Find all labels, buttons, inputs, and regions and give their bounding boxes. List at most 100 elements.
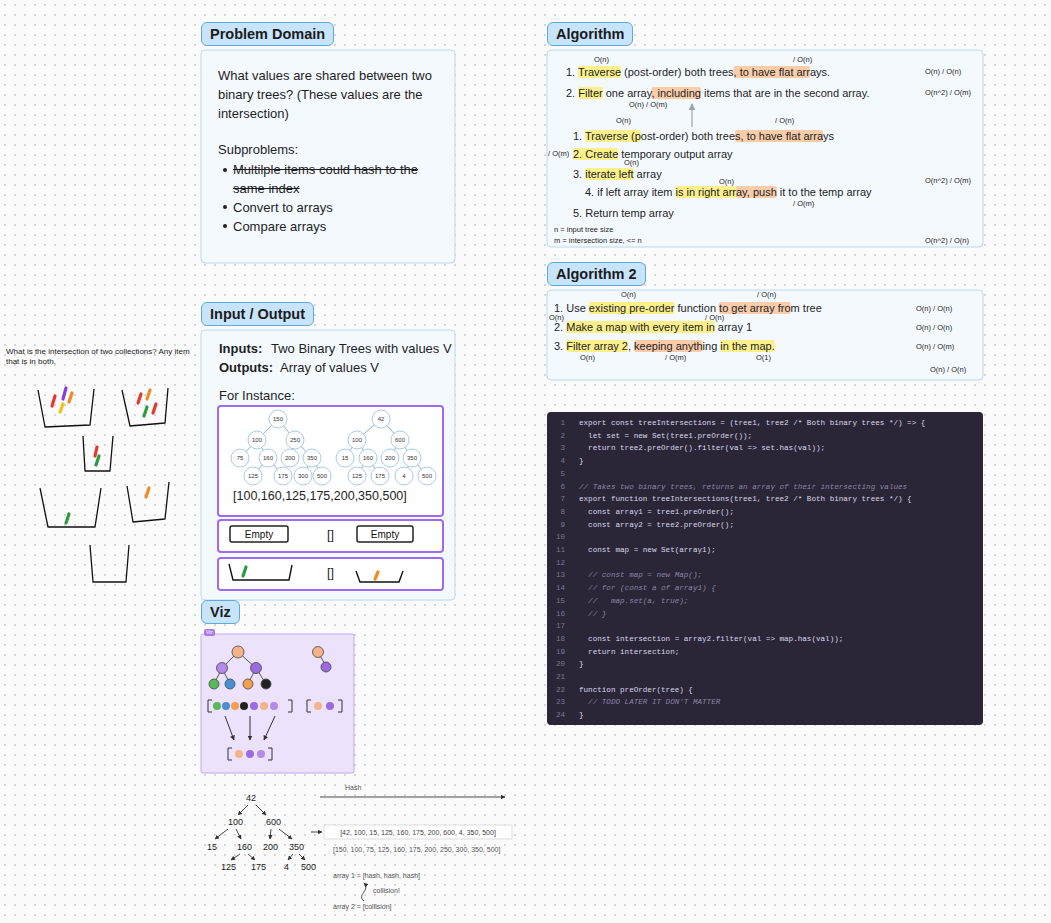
- line-number: 10: [548, 533, 565, 542]
- item-scribble: [138, 394, 141, 403]
- tree-edge: [263, 425, 271, 433]
- line-number: 8: [548, 508, 565, 517]
- tree-node-circle-text: 500: [317, 469, 327, 484]
- code-line: // map.set(a, true);: [579, 597, 688, 606]
- sketch-note: array 2 = [collision]: [333, 903, 392, 910]
- item-scribble: [69, 393, 72, 402]
- result-array: []: [327, 528, 334, 543]
- code-line: // }: [579, 610, 606, 619]
- item-scribble: [95, 447, 97, 456]
- empty-bucket-text: Empty: [371, 527, 399, 542]
- complexity-note: O(n) / O(n): [916, 324, 952, 332]
- viz-dot: [326, 702, 334, 710]
- sketch-number: 160: [237, 843, 252, 852]
- code-line: // TODO LATER IT DON'T MATTER: [579, 698, 720, 707]
- bucket-sketch: [122, 388, 168, 426]
- step-text: 1. Traverse (post-order) both trees, to …: [573, 130, 834, 143]
- viz-line: [318, 652, 326, 666]
- tree-node-circle: 175: [274, 467, 292, 485]
- line-number: 12: [548, 559, 565, 568]
- pointer-arrow: [691, 104, 692, 127]
- node-fill: [286, 431, 304, 449]
- viz-arrow: [250, 716, 251, 740]
- section-heading: Input / Output: [201, 302, 314, 326]
- sketch-note: collision!: [373, 887, 400, 894]
- complexity-note: O(n): [624, 159, 639, 167]
- body-text: Multilple items could hash to the same i…: [233, 160, 438, 198]
- viz-line: [222, 668, 230, 684]
- tree-edge: [362, 448, 364, 451]
- viz-dot: [235, 750, 243, 758]
- tree-node-circle-text: 600: [395, 433, 405, 448]
- viz-dot: [260, 702, 268, 710]
- tree-node-circle-text: 15: [342, 451, 349, 466]
- item-scribble: [243, 567, 246, 576]
- viz-arrow: [264, 716, 275, 740]
- item-scribble: [146, 488, 149, 497]
- node-fill: [248, 431, 266, 449]
- tree-node-circle: 100: [248, 431, 266, 449]
- sketch-number: 500: [301, 863, 316, 872]
- node-fill: [547, 290, 983, 380]
- line-number: 9: [548, 521, 565, 530]
- node-fill: [218, 558, 443, 590]
- node-fill: [281, 449, 299, 467]
- tree-node-circle: 100: [348, 431, 366, 449]
- viz-panel: VizViz: [201, 634, 354, 773]
- tree-edge: [259, 465, 262, 469]
- code-line: }: [579, 711, 584, 720]
- line-number: 22: [548, 686, 565, 695]
- bucket-sketch: [90, 545, 129, 582]
- tree-node-circle: 200: [281, 449, 299, 467]
- tree-edge: [350, 447, 352, 450]
- node-fill: [201, 330, 455, 600]
- step-text: 3. iterate left array: [573, 168, 662, 181]
- complexity-note: / O(n): [705, 314, 724, 322]
- node-fill: [381, 449, 399, 467]
- node-fill: [294, 467, 312, 485]
- line-number: 24: [548, 711, 565, 720]
- line-number: 17: [548, 622, 565, 631]
- viz-arrow: [225, 716, 234, 740]
- bucket-sketch: [38, 388, 169, 582]
- bullet: [223, 224, 227, 228]
- sketch-arrow: [299, 854, 305, 860]
- code-line: const array2 = tree2.preOrder();: [579, 521, 734, 530]
- tree-node-circle-text: 160: [363, 451, 373, 466]
- node-fill: [218, 520, 443, 552]
- complexity-note: / O(n): [775, 117, 794, 125]
- viz-bracket: [338, 700, 342, 712]
- tree-edge: [274, 465, 277, 469]
- viz-dot: [261, 679, 271, 689]
- sketch-arrow: [236, 829, 241, 839]
- line-number: 20: [548, 660, 565, 669]
- complexity-note: / O(m): [665, 354, 686, 362]
- tree-node-circle: 4: [395, 467, 413, 485]
- sketch-number: 15: [207, 843, 217, 852]
- section-heading: Algorithm: [547, 22, 633, 46]
- line-number: 3: [548, 444, 565, 453]
- tree-edge: [292, 448, 293, 450]
- viz-line: [214, 668, 222, 684]
- viz-dot: [313, 647, 324, 658]
- body-text: Array of values V: [280, 358, 379, 377]
- bucket-sketch: [356, 571, 403, 582]
- node-fill: [259, 449, 277, 467]
- sketch-note: array 1 = [hash, hash, hash]: [333, 872, 420, 879]
- node-fill: [303, 449, 321, 467]
- tree-node-circle-text: 250: [290, 433, 300, 448]
- tree-node-circle: 125: [244, 467, 262, 485]
- bullet: [223, 205, 227, 209]
- tree-node-circle: 160: [359, 449, 377, 467]
- viz-bracket: [288, 700, 292, 712]
- viz-line: [248, 668, 256, 684]
- complexity-note: / O(n): [793, 56, 812, 64]
- node-fill: [269, 410, 287, 428]
- viz-dot: [251, 663, 262, 674]
- example-box: [100,160,125,175,200,350,500]15010025075…: [218, 406, 443, 516]
- hash-array-box-text: [42, 100, 15, 125, 160, 175, 200, 600, 4…: [340, 829, 496, 836]
- tree-node-circle-text: 350: [307, 451, 317, 466]
- step-text: 5. Return temp array: [573, 207, 674, 220]
- tree-node-circle-text: 100: [352, 433, 362, 448]
- section-panel: AlgorithmO(n)/ O(n)1. Traverse (post-ord…: [547, 50, 983, 247]
